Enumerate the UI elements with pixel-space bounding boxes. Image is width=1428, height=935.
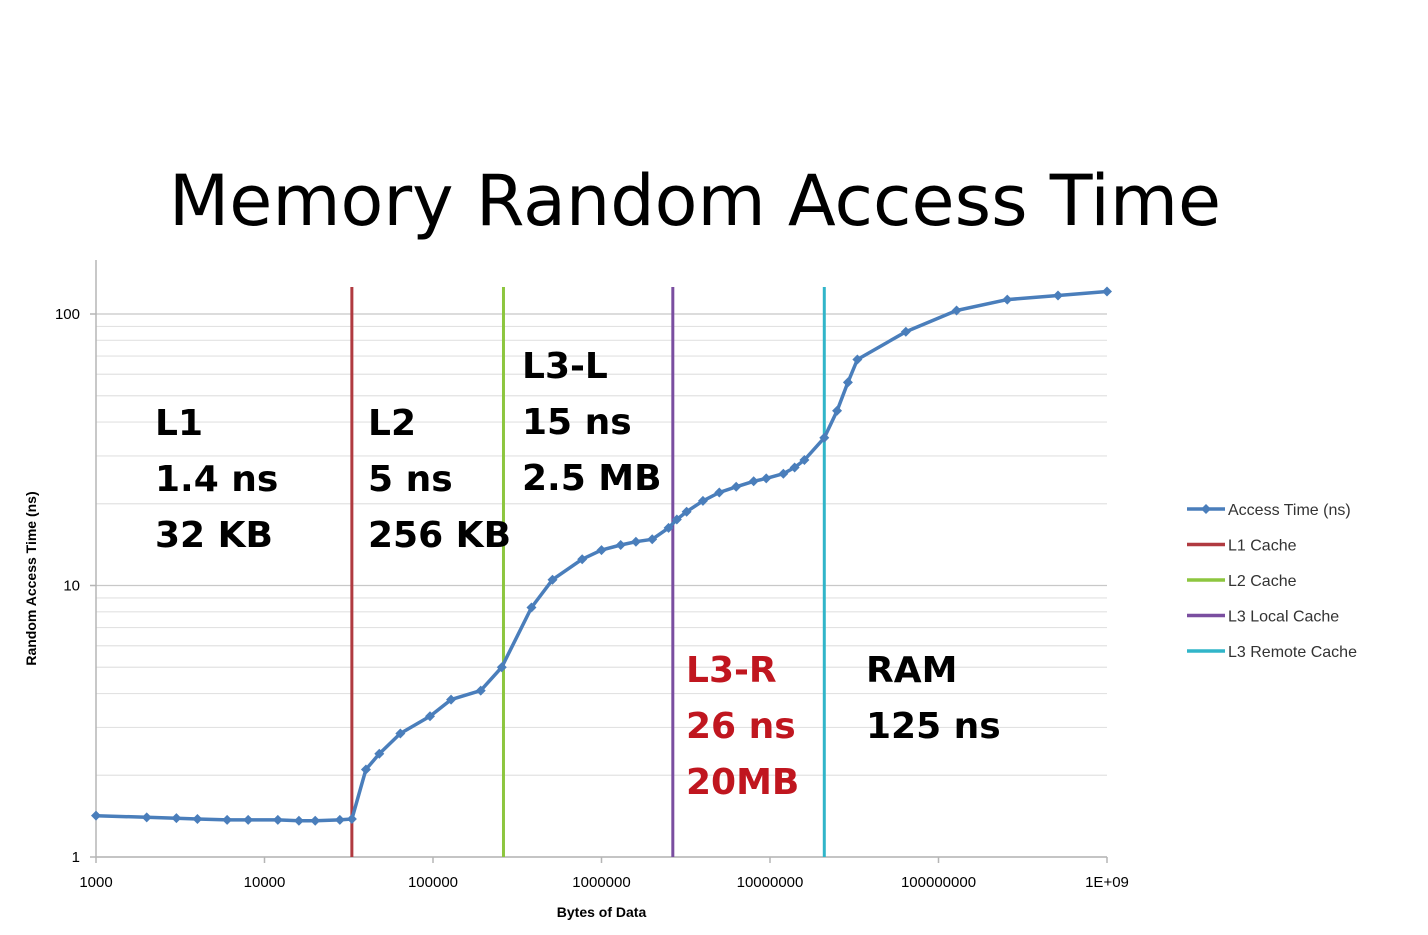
data-point [900,326,911,337]
axes [90,260,1108,863]
data-point [1053,290,1064,301]
data-point [842,377,853,388]
y-axis-label: Random Access Time (ns) [23,491,39,665]
data-point [832,405,843,416]
legend-label: L3 Remote Cache [1228,644,1357,661]
legend-label: Access Time (ns) [1228,502,1351,519]
data-point [1002,294,1013,305]
data-point [310,815,321,826]
legend-label: L2 Cache [1228,573,1297,590]
annotation-text: RAM [866,650,957,691]
annotation-text: 26 ns [686,706,796,747]
data-point [819,432,830,443]
data-point [395,728,406,739]
legend-marker [1201,504,1211,514]
y-tick-labels: 1 10 100 [55,306,80,866]
data-point [192,814,203,825]
data-point [615,539,626,550]
annotation-text: 2.5 MB [522,458,662,499]
y-tick-label: 1 [72,849,80,866]
x-tick-label: 10000 [244,874,286,891]
data-point [778,468,789,479]
data-point [526,602,537,613]
data-point [630,536,641,547]
data-point [951,305,962,316]
x-tick-label: 1000000 [572,874,630,891]
data-point [647,534,658,545]
x-tick-label: 1000 [79,874,112,891]
annotation-text: 15 ns [522,402,632,443]
data-point [714,487,725,498]
data-point [799,454,810,465]
legend-label: L3 Local Cache [1228,609,1339,626]
y-tick-label: 10 [63,578,80,595]
data-point [334,814,345,825]
data-point [272,814,283,825]
annotation-text: 20MB [686,762,799,803]
data-point [852,354,863,365]
data-point [425,711,436,722]
annotation-text: L3-L [522,346,608,387]
data-point [222,814,233,825]
data-point [577,554,588,565]
data-point [681,506,692,517]
data-point [243,814,254,825]
data-point [171,813,182,824]
chart-title: Memory Random Access Time [168,160,1222,242]
data-point [697,495,708,506]
data-point [761,473,772,484]
data-point [547,574,558,585]
x-tick-label: 10000000 [737,874,804,891]
y-tick-label: 100 [55,306,80,323]
legend: Access Time (ns) L1 Cache L2 Cache L3 Local… [1187,502,1357,661]
x-tick-label: 100000000 [901,874,976,891]
annotation-text: L3-R [686,650,777,691]
data-point [374,748,385,759]
data-point [475,685,486,696]
data-point [596,545,607,556]
data-point [446,694,457,705]
x-tick-label: 1E+09 [1085,874,1129,891]
data-point [1102,286,1112,297]
data-point [360,764,371,775]
annotation-text: 125 ns [866,706,1001,747]
annotation-text: 1.4 ns [155,459,278,500]
x-axis-label: Bytes of Data [557,904,647,920]
data-point [663,522,674,533]
series-access-time [91,286,1112,826]
annotation-text: L2 [368,403,416,444]
annotation-text: 32 KB [155,515,273,556]
grid [96,313,1107,858]
data-point [141,812,152,823]
data-point [293,815,304,826]
cache-boundary-lines [350,287,826,857]
data-point [748,476,759,487]
x-tick-label: 100000 [408,874,458,891]
annotation-text: L1 [155,403,203,444]
data-point [731,481,742,492]
data-point [346,814,357,825]
x-tick-labels: 1000 10000 100000 1000000 10000000 100000000 1… [79,874,1129,891]
data-point [789,462,800,473]
data-point [91,810,101,821]
data-point [671,514,682,525]
annotation-text: 256 KB [368,515,511,556]
legend-label: L1 Cache [1228,538,1297,555]
data-point [496,662,507,673]
annotations: L1 1.4 ns 32 KB L2 5 ns 256 KB L3-L 15 ns 2.5 MB… [155,346,1001,803]
annotation-text: 5 ns [368,459,453,500]
